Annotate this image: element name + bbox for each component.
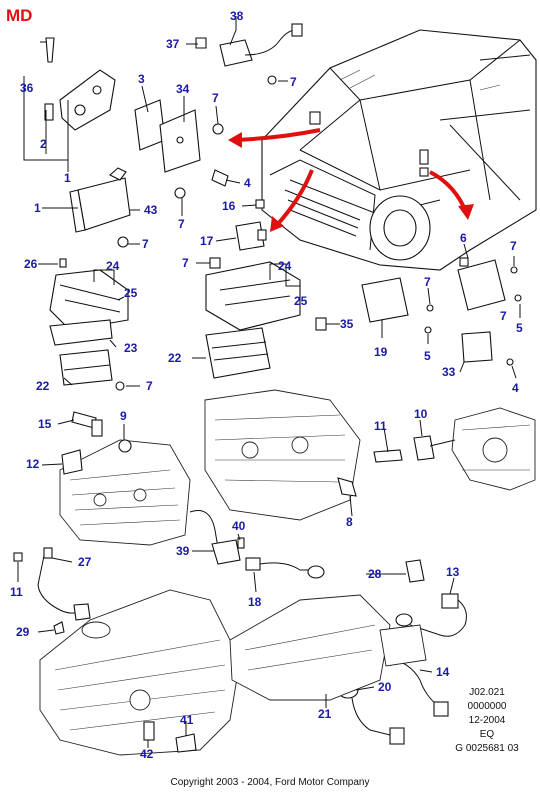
- sensor-module-38: [195, 23, 303, 85]
- callout-1: 1: [64, 171, 71, 185]
- callout-17: 17: [200, 234, 214, 248]
- callout-18: 18: [248, 595, 262, 609]
- leader-lines: [17, 16, 521, 748]
- sensor-28: [405, 559, 425, 583]
- callout-7: 7: [212, 91, 219, 105]
- callout-4: 4: [512, 381, 519, 395]
- callout-13: 13: [446, 565, 460, 579]
- reference-line: J02.021: [469, 687, 505, 698]
- callout-21: 21: [318, 707, 332, 721]
- callout-43: 43: [144, 203, 158, 217]
- callout-2: 2: [40, 137, 47, 151]
- callout-39: 39: [176, 544, 190, 558]
- engine-transmission: [39, 589, 427, 756]
- reference-line: 0000000: [467, 701, 507, 712]
- engine-block-right: [373, 407, 536, 491]
- module-bracket-assembly: [44, 37, 229, 248]
- callout-19: 19: [374, 345, 388, 359]
- reference-block: J02.021 0000000 12-2004 EQ G 0025681 03: [442, 686, 532, 756]
- callout-28: 28: [368, 567, 382, 581]
- callout-10: 10: [414, 407, 428, 421]
- callout-42: 42: [140, 747, 154, 761]
- engine-block-center: [204, 389, 361, 521]
- harness-27: [13, 547, 91, 635]
- callout-5: 5: [516, 321, 523, 335]
- callout-29: 29: [16, 625, 30, 639]
- callout-40: 40: [232, 519, 246, 533]
- callout-35: 35: [340, 317, 354, 331]
- sensor-harness-13: [395, 593, 467, 637]
- callout-22: 22: [36, 379, 50, 393]
- location-arrows: [228, 128, 474, 232]
- callout-11: 11: [10, 585, 23, 599]
- callout-23: 23: [124, 341, 138, 355]
- engine-block-left: [59, 411, 191, 546]
- callout-26: 26: [24, 257, 38, 271]
- callout-38: 38: [230, 9, 244, 23]
- callout-41: 41: [180, 713, 194, 727]
- callout-1: 1: [34, 201, 41, 215]
- right-modules: [361, 257, 522, 366]
- callout-7: 7: [182, 256, 189, 270]
- callout-7: 7: [500, 309, 507, 323]
- callout-7: 7: [424, 275, 431, 289]
- region-code: MD: [6, 6, 32, 25]
- callout-36: 36: [20, 81, 34, 95]
- callout-labels: 38 37 7 36 3 34 7 2 1 4 1 43 7 7 16 17 6…: [10, 9, 523, 761]
- reference-line: EQ: [479, 729, 495, 740]
- callout-37: 37: [166, 37, 180, 51]
- callout-7: 7: [146, 379, 153, 393]
- callout-9: 9: [120, 409, 127, 423]
- callout-20: 20: [378, 680, 392, 694]
- callout-16: 16: [222, 199, 236, 213]
- callout-7: 7: [178, 217, 185, 231]
- callout-15: 15: [38, 417, 52, 431]
- callout-22: 22: [168, 351, 182, 365]
- callout-7: 7: [290, 75, 297, 89]
- pcm-bracket-center: [205, 257, 327, 379]
- callout-4: 4: [244, 176, 251, 190]
- callout-12: 12: [26, 457, 40, 471]
- copyright-text: Copyright 2003 - 2004, Ford Motor Compan…: [170, 777, 370, 788]
- callout-24: 24: [278, 259, 292, 273]
- callout-24: 24: [106, 259, 120, 273]
- module-16-17: [235, 199, 267, 251]
- callout-11: 11: [374, 419, 387, 433]
- callout-3: 3: [138, 72, 145, 86]
- callout-5: 5: [424, 349, 431, 363]
- truck-illustration: [261, 29, 537, 271]
- callout-34: 34: [176, 82, 190, 96]
- reference-line: 12-2004: [468, 715, 506, 726]
- callout-33: 33: [442, 365, 456, 379]
- pcm-bracket-left: [49, 258, 129, 391]
- callout-27: 27: [78, 555, 92, 569]
- callout-8: 8: [346, 515, 353, 529]
- sensor-harness-18: [245, 557, 325, 579]
- callout-7: 7: [510, 239, 517, 253]
- callout-25: 25: [124, 286, 138, 300]
- callout-14: 14: [436, 665, 450, 679]
- sensor-39-40: [189, 510, 245, 565]
- callout-7: 7: [142, 237, 149, 251]
- reference-line: G 0025681 03: [455, 743, 519, 754]
- callout-6: 6: [460, 231, 467, 245]
- callout-25: 25: [294, 294, 308, 308]
